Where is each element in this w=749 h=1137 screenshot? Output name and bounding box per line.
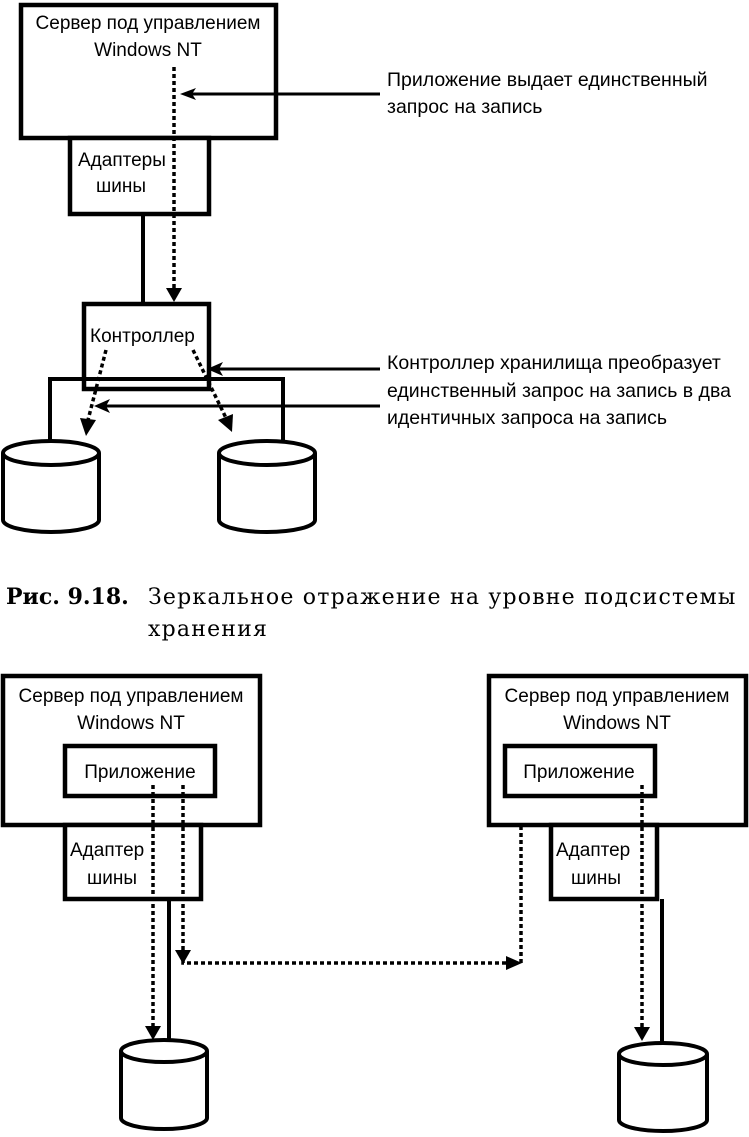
arrow-head-icon — [175, 950, 191, 964]
left-server-os-label: Windows NT — [77, 713, 185, 734]
right-adapter-label: Адаптер — [556, 840, 630, 861]
note-ctrl: Контроллер хранилища преобразует — [387, 352, 721, 374]
left-server: Сервер под управлением Windows NT Прилож… — [0, 673, 263, 1131]
right-app-box — [502, 743, 658, 799]
right-server: Сервер под управлением Windows NT Прилож… — [486, 673, 749, 1133]
disk-right — [217, 379, 317, 534]
arrow-head-icon — [180, 88, 196, 100]
left-server-label: Сервер под управлением — [19, 686, 244, 707]
mirror-path-left — [86, 349, 108, 421]
adapters-label: Адаптеры — [78, 150, 166, 171]
top-figure: Сервер под управлением Windows NT Адапте… — [1, 2, 731, 534]
note-app: Приложение выдает единственный — [387, 69, 708, 91]
figure-caption: Рис. 9.18. Зеркальное отражение на уровн… — [6, 584, 737, 642]
right-disk — [617, 1041, 709, 1133]
arrow-head-icon — [80, 418, 96, 436]
bus-adapters-box — [67, 135, 212, 217]
note-ctrl-2: единственный запрос на запись в два — [387, 380, 731, 402]
controller-box — [81, 301, 212, 392]
caption-number: Рис. 9.18. — [6, 584, 129, 610]
left-adapter-label: Адаптер — [70, 840, 144, 861]
adapters-label-2: шины — [96, 176, 146, 197]
arrow-head-icon — [94, 399, 110, 413]
arrow-head-icon — [634, 1027, 650, 1041]
note-app-2: запрос на запись — [387, 96, 542, 118]
arrow-head-icon — [207, 362, 223, 376]
left-disk — [119, 1038, 209, 1131]
caption-text-2: хранения — [148, 617, 268, 642]
disk-left — [1, 439, 101, 534]
right-app-label: Приложение — [523, 762, 634, 783]
mirror-path-right — [191, 349, 228, 419]
server-os-label: Windows NT — [94, 40, 202, 61]
note-ctrl-3: идентичных запроса на запись — [387, 407, 667, 429]
arrow-head-icon — [506, 956, 522, 970]
bottom-figure: Сервер под управлением Windows NT Прилож… — [0, 673, 749, 1133]
left-adapter-box — [62, 822, 204, 902]
controller-label: Контроллер — [90, 326, 195, 347]
right-server-os-label: Windows NT — [563, 713, 671, 734]
server-label: Сервер под управлением — [36, 13, 261, 34]
left-adapter-label-2: шины — [87, 868, 137, 889]
left-app-label: Приложение — [84, 762, 195, 783]
arrow-head-icon — [145, 1026, 161, 1040]
arrow-head-icon — [166, 288, 182, 302]
right-adapter-box — [548, 822, 660, 902]
caption-text: Зеркальное отражение на уровне подсистем… — [148, 585, 737, 610]
right-server-label: Сервер под управлением — [505, 686, 730, 707]
arrow-head-icon — [218, 414, 233, 432]
right-adapter-label-2: шины — [571, 868, 621, 889]
left-app-box — [62, 743, 218, 799]
server-box — [18, 2, 279, 141]
